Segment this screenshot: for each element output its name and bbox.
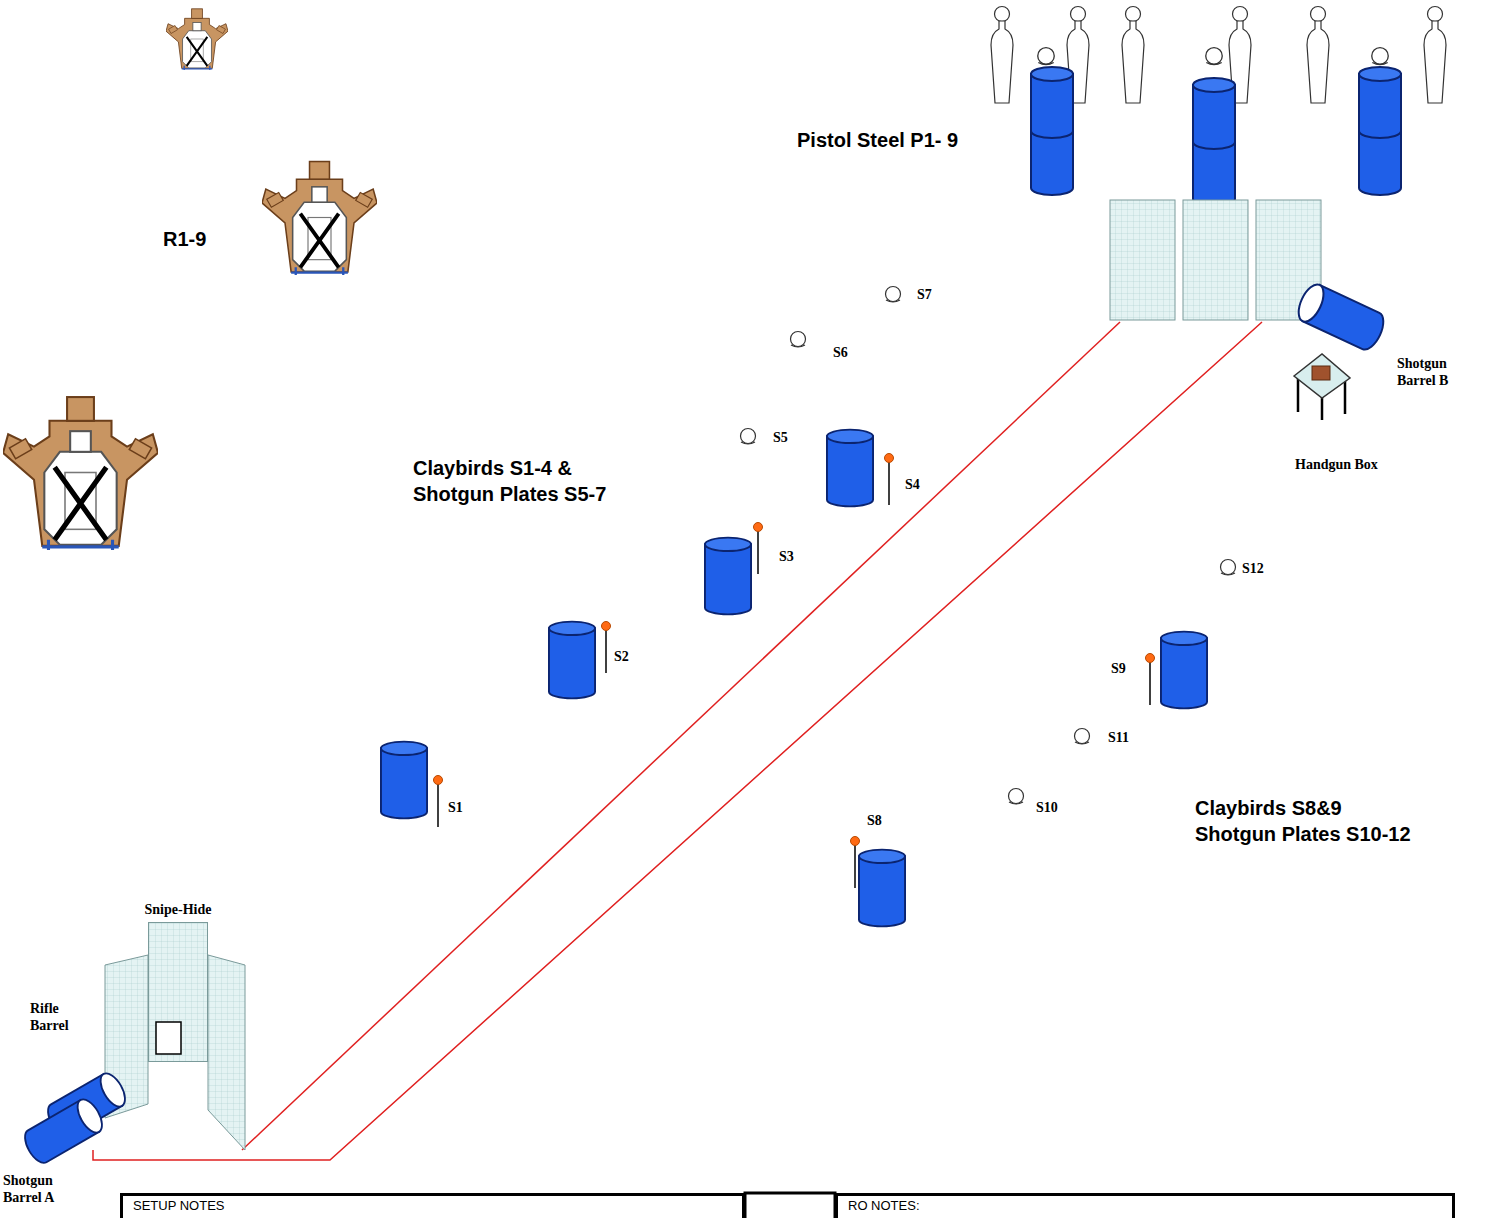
prop-label: Shotgun Barrel B xyxy=(1397,355,1459,389)
rifle-target xyxy=(3,397,158,550)
target-number: S5 xyxy=(773,429,788,446)
fault-line xyxy=(242,322,1120,1150)
target-group-label: Pistol Steel P1- 9 xyxy=(797,127,958,153)
prop-label: Shotgun Barrel A xyxy=(3,1172,65,1206)
notes-heading: RO NOTES: xyxy=(848,1198,1442,1213)
prop-label: Handgun Box xyxy=(1295,456,1378,473)
stacked-barrel xyxy=(1031,67,1073,195)
shotgun-plate xyxy=(791,332,806,348)
pistol-plate xyxy=(1372,48,1389,65)
pistol-plate xyxy=(1206,48,1223,65)
target-number: S11 xyxy=(1108,729,1129,746)
fault-line xyxy=(93,322,1262,1160)
pistol-popper xyxy=(991,7,1013,104)
target-group-label: Claybirds S1-4 & Shotgun Plates S5-7 xyxy=(413,455,618,507)
shotgun-plate xyxy=(741,429,756,445)
stacked-barrel xyxy=(1193,78,1235,206)
handgun-table xyxy=(1294,354,1350,420)
notes-divider xyxy=(745,1193,835,1218)
target-number: S2 xyxy=(614,648,629,665)
hide-port xyxy=(156,1022,181,1054)
lying-barrel xyxy=(1294,281,1389,354)
target-number: S3 xyxy=(779,548,794,565)
blind-panel: Snipe-Hide xyxy=(148,922,208,1062)
claybird-barrel xyxy=(859,850,905,927)
mesh-panel xyxy=(1110,200,1175,320)
pistol-plate xyxy=(1038,48,1055,65)
claybird-barrel xyxy=(827,430,873,507)
target-number: S9 xyxy=(1111,660,1126,677)
target-group-label: Claybirds S8&9 Shotgun Plates S10-12 xyxy=(1195,795,1419,847)
claybird-stand xyxy=(885,454,894,506)
target-number: S1 xyxy=(448,799,463,816)
target-number: S12 xyxy=(1242,560,1264,577)
notes-heading: SETUP NOTES xyxy=(133,1198,732,1213)
claybird-stand xyxy=(434,776,443,828)
claybird-barrel xyxy=(1161,632,1207,709)
hide-wing xyxy=(208,955,245,1150)
lying-barrel xyxy=(20,1095,107,1166)
target-number: S7 xyxy=(917,286,932,303)
pistol-popper xyxy=(1307,7,1329,104)
stacked-barrel xyxy=(1359,67,1401,195)
notes-box: RO NOTES: xyxy=(835,1193,1455,1218)
target-number: S10 xyxy=(1036,799,1058,816)
shotgun-plate xyxy=(1009,789,1024,805)
claybird-barrel xyxy=(381,742,427,819)
claybird-stand xyxy=(602,622,611,674)
pistol-popper xyxy=(1122,7,1144,104)
claybird-barrel xyxy=(705,538,751,615)
notes-box: SETUP NOTES xyxy=(120,1193,745,1218)
target-number: S6 xyxy=(833,344,848,361)
prop-label: Rifle Barrel xyxy=(30,1000,82,1034)
shotgun-plate xyxy=(886,287,901,303)
claybird-stand xyxy=(1146,654,1155,706)
area-heading: Snipe-Hide xyxy=(145,902,212,918)
target-number: S4 xyxy=(905,476,920,493)
claybird-stand xyxy=(851,837,860,889)
target-group-label: R1-9 xyxy=(163,226,206,252)
mesh-panel xyxy=(1183,200,1248,320)
shotgun-plate xyxy=(1221,560,1236,576)
claybird-barrel xyxy=(549,622,595,699)
pistol-popper xyxy=(1424,7,1446,104)
shotgun-plate xyxy=(1075,729,1090,745)
claybird-stand xyxy=(754,523,763,575)
target-number: S8 xyxy=(867,812,882,829)
hide-panel xyxy=(148,922,208,1062)
rifle-target xyxy=(262,162,377,275)
rifle-target xyxy=(166,9,228,70)
